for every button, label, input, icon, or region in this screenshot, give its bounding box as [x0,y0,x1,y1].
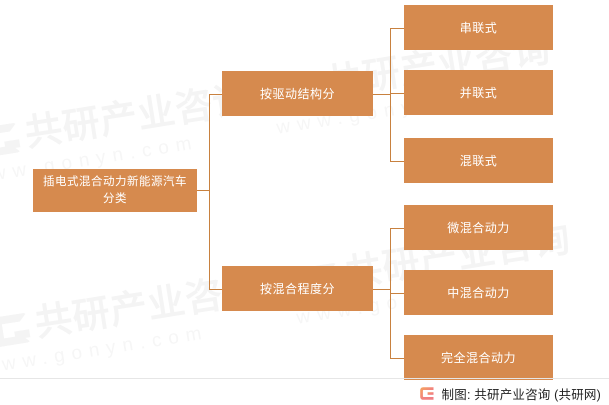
node-leaf-full-hybrid: 完全混合动力 [404,335,553,380]
node-root: 插电式混合动力新能源汽车分类 [33,169,197,212]
footer-divider [0,378,609,379]
connector-to-leaf-5 [390,293,405,294]
connector-branch-2-out [373,289,391,290]
connector-trunk-to-branch-1 [209,94,223,95]
connector-root-to-trunk [197,190,210,191]
footer-credit: 制图: 共研产业咨询 (共研网) [419,383,601,403]
connector-branch-1-out [373,94,391,95]
gonyn-g-logo-icon [419,386,435,401]
connector-to-leaf-3 [390,161,405,162]
connector-trunk-level1 [209,94,210,290]
node-leaf-mild-hybrid: 中混合动力 [404,270,553,315]
connector-to-leaf-4 [390,228,405,229]
connector-to-leaf-1 [390,28,405,29]
node-leaf-micro-hybrid: 微混合动力 [404,205,553,250]
node-leaf-series-parallel: 混联式 [404,138,553,183]
node-branch-drive-structure: 按驱动结构分 [222,71,373,116]
node-leaf-parallel: 并联式 [404,70,553,115]
node-leaf-series: 串联式 [404,5,553,50]
connector-trunk-to-branch-2 [209,289,223,290]
connector-to-leaf-2 [390,93,405,94]
node-branch-hybrid-degree: 按混合程度分 [222,266,373,311]
footer-credit-text: 制图: 共研产业咨询 (共研网) [441,387,601,402]
connector-trunk-branch-1-children [390,28,391,161]
connector-to-leaf-6 [390,358,405,359]
